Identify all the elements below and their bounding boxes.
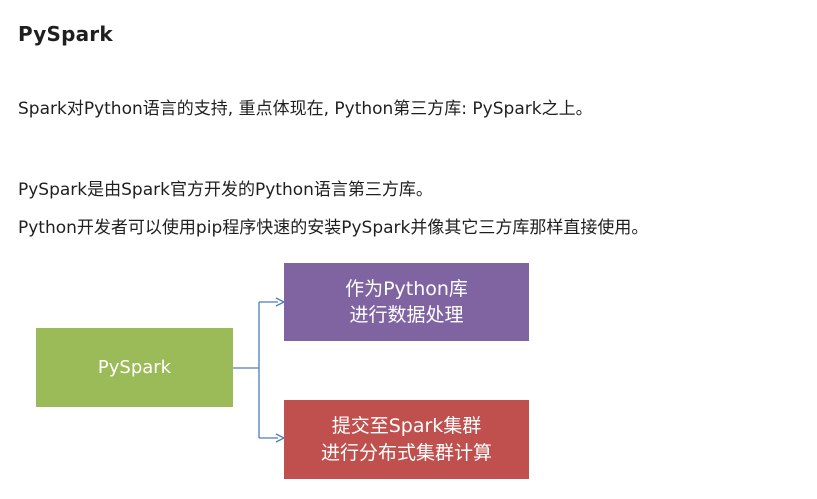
pyspark-node-label: PySpark: [97, 357, 172, 378]
spark-cluster-line-1: 提交至Spark集群: [331, 414, 482, 437]
spark-cluster-line-2: 进行分布式集群计算: [320, 441, 492, 464]
python-library-node: 作为Python库 进行数据处理: [284, 263, 529, 341]
intro-paragraph: Spark对Python语言的支持, 重点体现在, Python第三方库: Py…: [18, 99, 593, 119]
pyspark-node: PySpark: [36, 328, 233, 407]
connector-trunk: [233, 302, 260, 438]
page-title: PySpark: [18, 22, 113, 46]
python-library-line-2: 进行数据处理: [349, 304, 464, 326]
usage-paragraph: Python开发者可以使用pip程序快速的安装PySpark并像其它三方库那样直…: [18, 218, 649, 238]
description-paragraph: PySpark是由Spark官方开发的Python语言第三方库。: [18, 180, 433, 200]
python-library-line-1: 作为Python库: [345, 278, 468, 300]
spark-cluster-node: 提交至Spark集群 进行分布式集群计算: [284, 400, 529, 479]
